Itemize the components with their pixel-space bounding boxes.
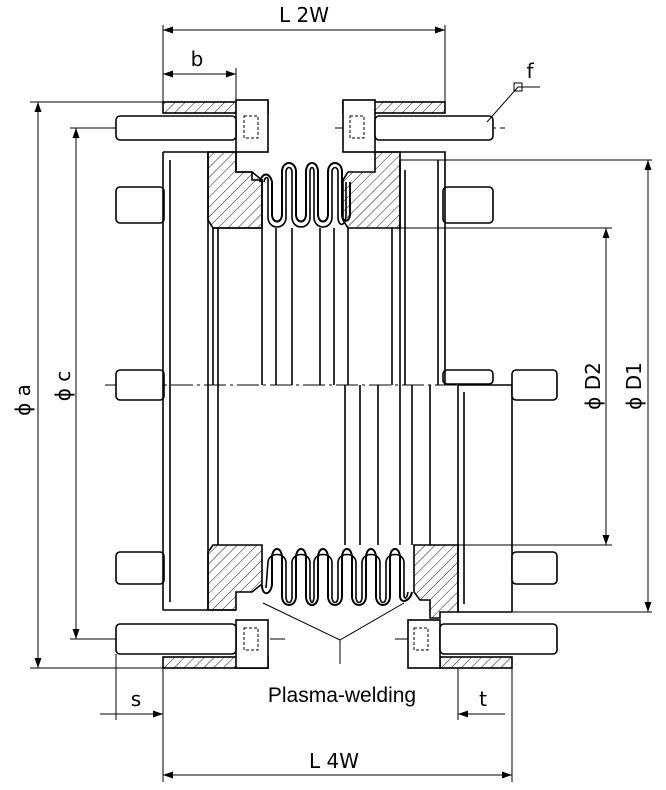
label-l4w: L 4W <box>309 749 359 773</box>
label-phi-a: ϕ a <box>11 384 35 416</box>
label-phi-c: ϕ c <box>51 371 75 402</box>
label-phi-d2: ϕ D2 <box>581 362 605 410</box>
plasma-welding-note: Plasma-welding <box>268 684 416 707</box>
label-f: f <box>526 59 534 83</box>
label-b: b <box>191 47 204 71</box>
upper-flange-assembly <box>115 99 494 585</box>
bellows-lower <box>261 548 413 606</box>
bellows-upper <box>259 162 351 385</box>
label-l2w: L 2W <box>279 3 329 27</box>
dimension-lines <box>30 25 652 782</box>
label-t: t <box>479 687 487 711</box>
lower-flange-assembly <box>115 369 558 669</box>
label-s: s <box>131 687 141 711</box>
label-phi-d1: ϕ D1 <box>622 362 646 410</box>
